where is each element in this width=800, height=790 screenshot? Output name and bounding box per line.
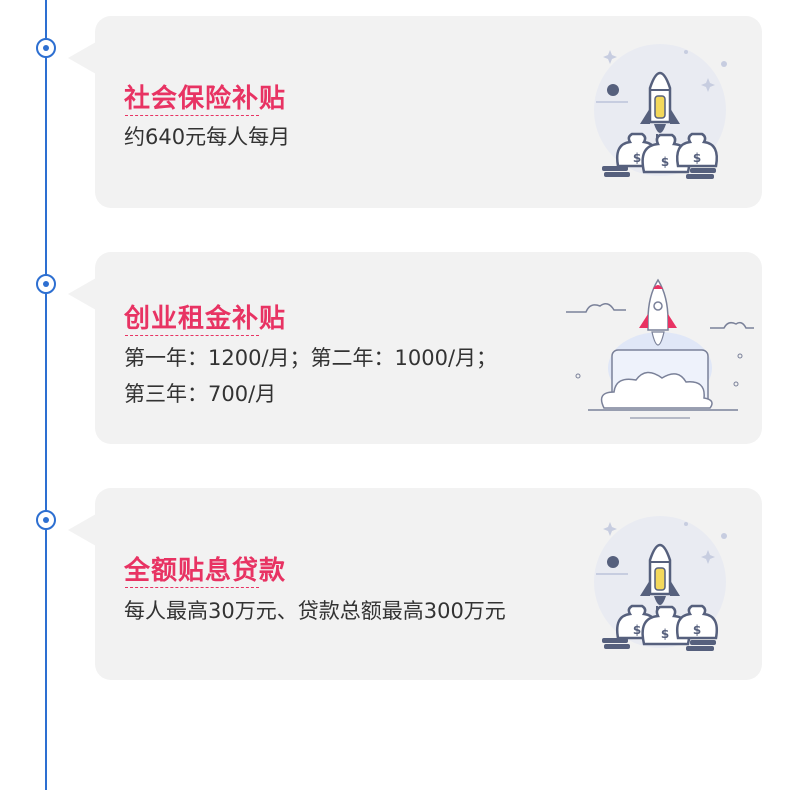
svg-text:$: $ bbox=[693, 623, 701, 637]
title-underline bbox=[125, 587, 259, 588]
card-title: 创业租金补贴 bbox=[124, 304, 287, 334]
timeline-line bbox=[45, 0, 47, 790]
timeline-dot-1 bbox=[36, 38, 56, 58]
timeline-dot-2 bbox=[36, 274, 56, 294]
subsidy-card-loan: 全额贴息贷款 每人最高30万元、贷款总额最高300万元 $ $ $ bbox=[68, 488, 762, 680]
rocket-money-icon: $ $ $ bbox=[594, 44, 727, 179]
title-underline bbox=[125, 335, 259, 336]
title-underline bbox=[125, 115, 259, 116]
card-title: 全额贴息贷款 bbox=[124, 556, 287, 586]
rocket-money-icon: $ $ $ bbox=[594, 516, 727, 651]
card-description: 约640元每人每月 bbox=[124, 125, 291, 149]
svg-text:$: $ bbox=[633, 151, 641, 165]
svg-text:$: $ bbox=[633, 623, 641, 637]
card-description-line-1: 第一年：1200/月；第二年：1000/月； bbox=[124, 346, 498, 370]
svg-text:$: $ bbox=[661, 155, 669, 169]
rocket-laptop-icon bbox=[566, 278, 754, 419]
subsidy-card-rent: 创业租金补贴 第一年：1200/月；第二年：1000/月； 第三年：700/月 bbox=[68, 252, 762, 444]
card-description-line-2: 第三年：700/月 bbox=[124, 382, 277, 406]
svg-text:$: $ bbox=[661, 627, 669, 641]
card-description: 每人最高30万元、贷款总额最高300万元 bbox=[124, 599, 506, 623]
subsidy-card-social-insurance: 社会保险补贴 约640元每人每月 $ $ $ bbox=[68, 16, 762, 208]
svg-text:$: $ bbox=[693, 151, 701, 165]
card-title: 社会保险补贴 bbox=[124, 84, 287, 114]
timeline-dot-3 bbox=[36, 510, 56, 530]
